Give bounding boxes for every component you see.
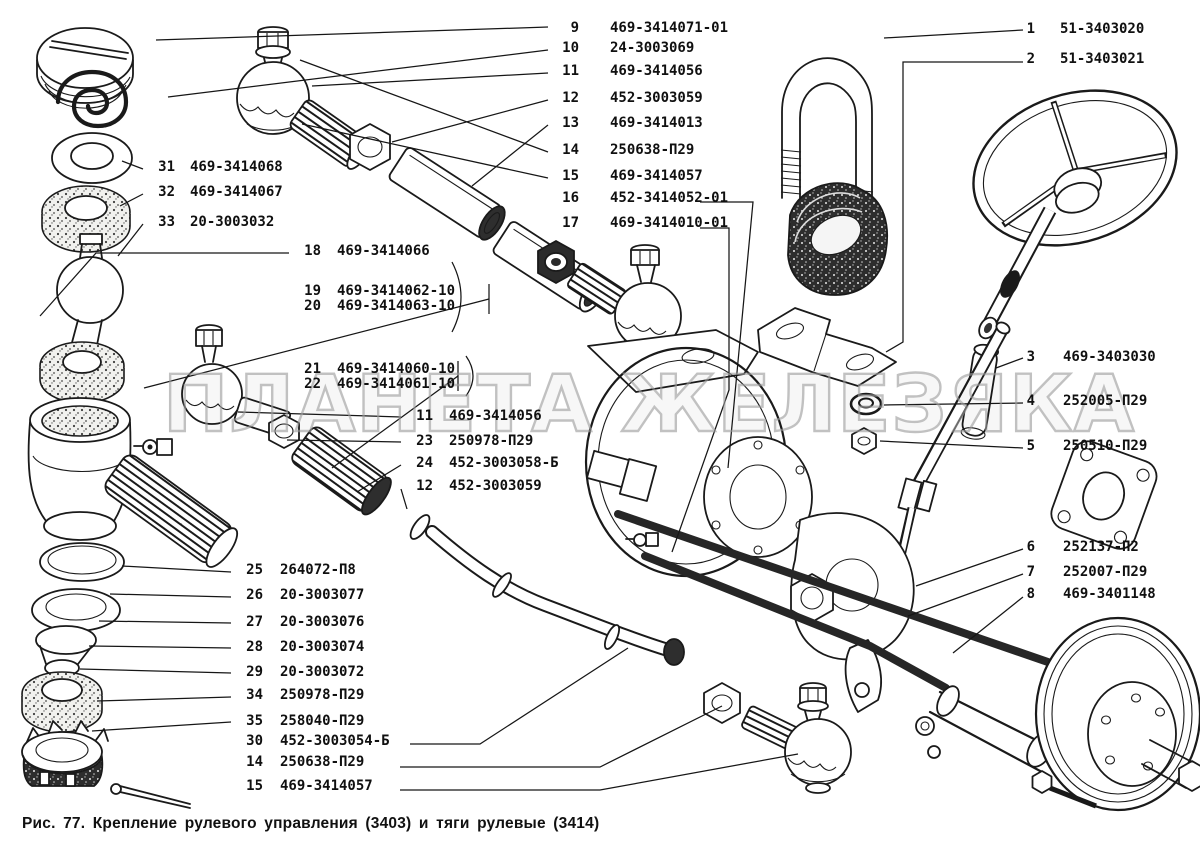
funnel-seat — [36, 626, 96, 676]
grease-fitting — [134, 439, 172, 455]
foam-ring-lower — [40, 342, 124, 403]
axle-flange-plate — [1047, 437, 1161, 554]
cotter-pin — [111, 784, 190, 808]
leader-lines — [40, 27, 1023, 790]
ball-socket-housing — [29, 398, 243, 571]
steering-column-shaft — [976, 210, 1050, 342]
axle-tube — [916, 683, 1058, 772]
tie-rod-end-bottom — [785, 683, 851, 793]
tie-rod-end-top — [237, 27, 374, 172]
crown-spring-seat — [22, 721, 108, 786]
flat-washer-31 — [52, 133, 132, 183]
steering-wheel — [953, 65, 1197, 270]
hex-nut-12-top — [350, 124, 390, 170]
tie-rod-end-left — [182, 325, 396, 519]
adjuster-tube-1 — [388, 146, 510, 244]
rubber-cushion — [788, 183, 887, 295]
hex-nut-dark — [538, 241, 574, 283]
lock-washer-4 — [851, 394, 881, 414]
foam-ring-seat — [22, 672, 102, 732]
u-joint — [587, 451, 656, 501]
spiral-spring — [58, 72, 126, 126]
ball-stud-33 — [57, 234, 123, 350]
hex-nut-5 — [852, 428, 876, 454]
tie-rod-end-second — [566, 245, 681, 349]
brake-drum-hub — [1036, 618, 1200, 810]
figure-caption: Рис. 77. Крепление рулевого управления (… — [22, 815, 600, 832]
column-cap — [37, 28, 133, 108]
drag-link-rod — [407, 512, 684, 665]
washer-cups — [32, 543, 124, 631]
hub-bolt — [1033, 771, 1097, 806]
mount-bracket-plate — [758, 308, 896, 386]
hex-nut-bottom — [704, 683, 740, 723]
grease-fitting-2 — [626, 533, 658, 546]
worm-shaft-rod — [898, 320, 1011, 560]
foam-ring-32 — [42, 186, 130, 252]
